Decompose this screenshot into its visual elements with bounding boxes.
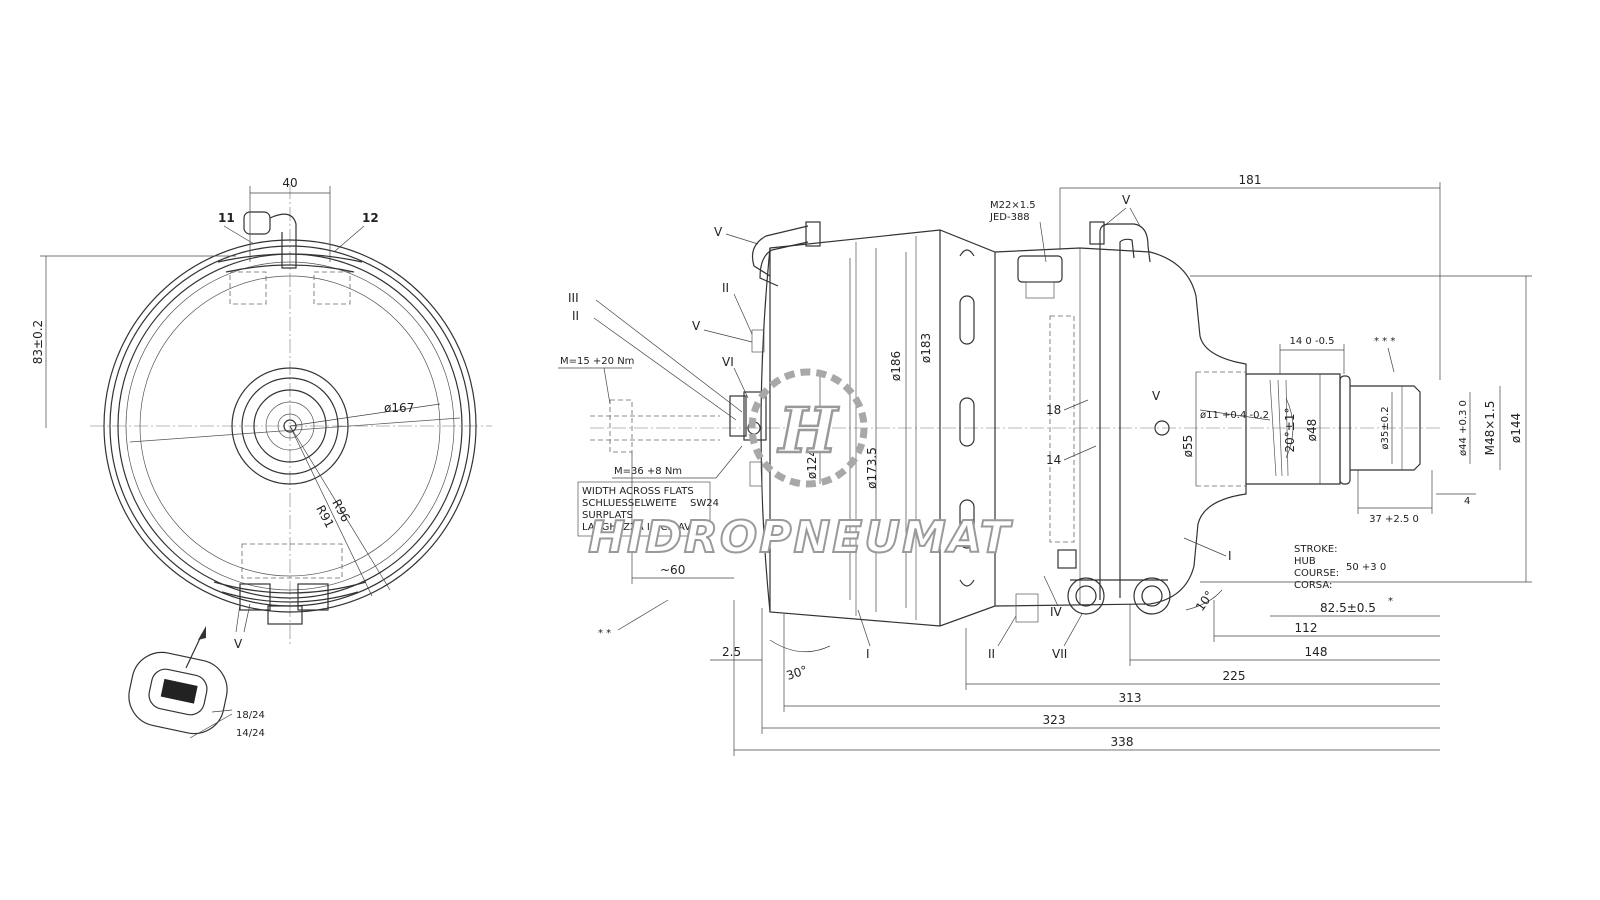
- stroke-value: 50 +3 0: [1346, 562, 1386, 573]
- plate-18-24: 18/24: [236, 710, 265, 721]
- dim-2-5: 2.5: [722, 645, 741, 659]
- plate-14-24: 14/24: [236, 728, 265, 739]
- dim-83: 83±0.2: [31, 320, 45, 364]
- dim-dia-186: ø186: [889, 351, 903, 381]
- dim-37: 37 +2.5 0: [1369, 514, 1419, 525]
- watermark-text: HIDROPNEUMAT: [588, 512, 1012, 563]
- dim-dia-48: ø48: [1305, 419, 1319, 442]
- dim-40: 40: [282, 176, 297, 190]
- stroke-label-4: CORSA:: [1294, 580, 1332, 591]
- callout-v-1: V: [714, 225, 723, 239]
- thread-m22: M22×1.5: [990, 200, 1036, 211]
- angle-10: 10°: [1193, 588, 1217, 613]
- dim-225: 225: [1223, 669, 1246, 683]
- flats-en: WIDTH ACROSS FLATS: [582, 486, 694, 497]
- dim-dia-55: ø55: [1181, 435, 1195, 458]
- callout-v-3: V: [692, 319, 701, 333]
- torque-15: M=15 +20 Nm: [560, 356, 634, 367]
- callout-stars-2: * *: [598, 628, 611, 639]
- flats-fr: SURPLATS: [582, 510, 633, 521]
- callout-star-1: *: [1388, 596, 1393, 607]
- stroke-label-2: HUB: [1294, 556, 1316, 567]
- dim-181: 181: [1239, 173, 1262, 187]
- dim-dia-183: ø183: [919, 333, 933, 363]
- dim-dia-144: ø144: [1509, 413, 1523, 443]
- thread-jed: JED-388: [989, 212, 1030, 223]
- dim-4: 4: [1464, 496, 1470, 507]
- callout-14: 14: [1046, 453, 1061, 467]
- stroke-label-3: COURSE:: [1294, 568, 1339, 579]
- dim-148: 148: [1305, 645, 1328, 659]
- dim-60: ~60: [660, 563, 685, 577]
- torque-36: M=36 +8 Nm: [614, 466, 682, 477]
- callout-iv: IV: [1050, 605, 1063, 619]
- callout-iii: III: [568, 291, 579, 305]
- callout-i-1: I: [866, 647, 870, 661]
- callout-v-2: V: [1122, 193, 1131, 207]
- dim-323: 323: [1043, 713, 1066, 727]
- callout-vi: VI: [722, 355, 734, 369]
- end-view: 40 83±0.2 11 12 ø167 R96 R91 V 18/24 14/…: [31, 176, 492, 739]
- dim-82-5: 82.5±0.5: [1320, 601, 1376, 615]
- angle-30: 30°: [785, 663, 810, 683]
- callout-i-2: I: [1228, 549, 1232, 563]
- dim-dia-44: ø44 +0.3 0: [1458, 400, 1469, 456]
- dim-dia-11: ø11 +0.4 -0.2: [1200, 410, 1269, 421]
- dim-313: 313: [1119, 691, 1142, 705]
- callout-11: 11: [218, 211, 235, 225]
- dim-dia-167: ø167: [384, 401, 414, 415]
- sw24: SW24: [690, 498, 719, 509]
- callout-stars-3: * * *: [1374, 336, 1395, 347]
- watermark: H HIDROPNEUMAT: [587, 368, 1012, 564]
- callout-ii-3: II: [988, 647, 995, 661]
- dim-338: 338: [1111, 735, 1134, 749]
- svg-text:H: H: [777, 394, 840, 467]
- dim-dia-173-5: ø173.5: [865, 447, 879, 489]
- stroke-label-1: STROKE:: [1294, 544, 1338, 555]
- callout-18: 18: [1046, 403, 1061, 417]
- flats-de: SCHLUESSELWEITE: [582, 498, 677, 509]
- callout-v-left: V: [234, 637, 243, 651]
- callout-v-4: V: [1152, 389, 1161, 403]
- callout-12: 12: [362, 211, 379, 225]
- thread-m48: M48×1.5: [1483, 401, 1497, 456]
- dim-112: 112: [1295, 621, 1318, 635]
- dim-dia-124: ø124: [805, 449, 819, 479]
- flats-it: LARGHEZZA IN CHIAVE: [582, 522, 697, 533]
- dim-dia-35: ø35±0.2: [1380, 406, 1391, 449]
- dim-14: 14 0 -0.5: [1290, 336, 1335, 347]
- angle-20: 20°±1°: [1283, 408, 1297, 453]
- callout-vii: VII: [1052, 647, 1067, 661]
- callout-ii-1: II: [572, 309, 579, 323]
- callout-ii-2: II: [722, 281, 729, 295]
- side-view: 181 M22×1.5 JED-388 ø144 M48×1.5 ø44 +0.…: [558, 173, 1532, 756]
